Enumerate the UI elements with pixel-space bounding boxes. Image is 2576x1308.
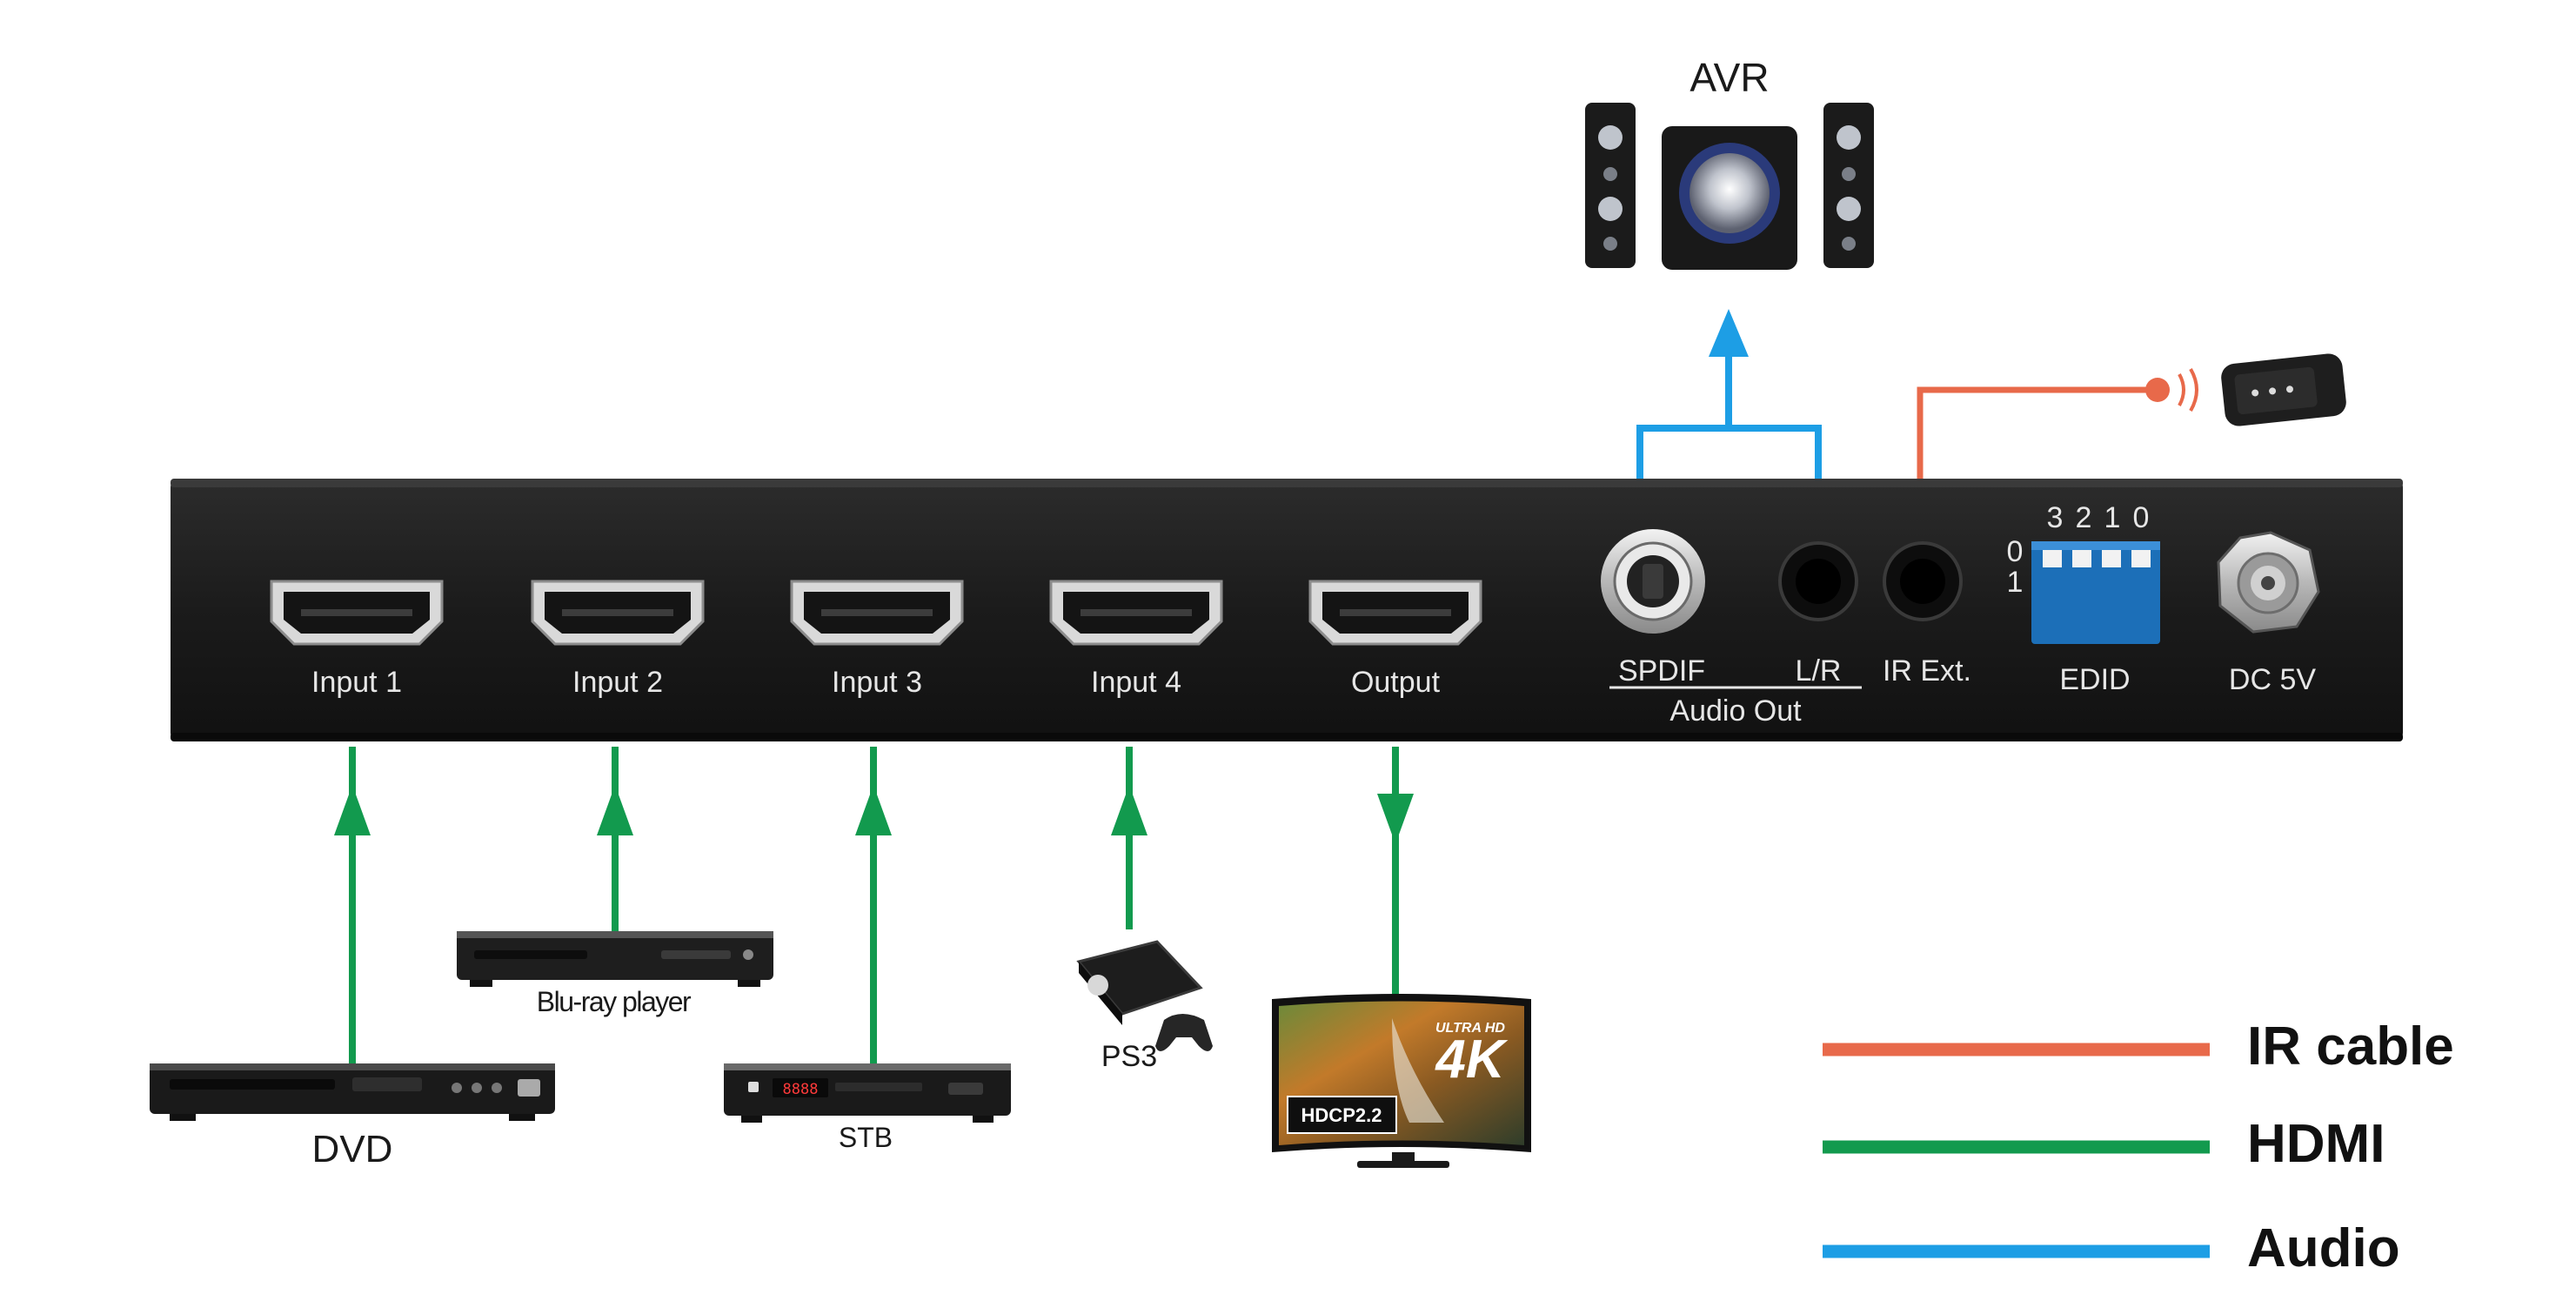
legend-label-hdmi: HDMI <box>2247 1114 2385 1174</box>
dvd-player <box>150 1063 555 1121</box>
port-label-input2: Input 2 <box>572 666 663 699</box>
arrow-up-icon <box>1111 785 1147 835</box>
port-label-lr: L/R <box>1796 654 1842 688</box>
arrow-up-icon <box>1709 309 1749 357</box>
edid-bit-3: 3 <box>2047 501 2064 534</box>
legend: IR cable HDMI Audio <box>1823 1016 2454 1278</box>
device-label-stb: STB <box>839 1122 893 1153</box>
hdmi-port-input1[interactable] <box>270 580 444 646</box>
spdif-port[interactable] <box>1601 529 1705 634</box>
switcher-rear-panel: Input 1 Input 2 Input 3 Input 4 Output S… <box>171 479 2403 741</box>
edid-state-0: 0 <box>2007 535 2024 568</box>
ir-emitter-dot <box>2145 378 2170 402</box>
bluray-player <box>457 931 773 987</box>
hdmi-port-input2[interactable] <box>531 580 705 646</box>
device-label-ps3: PS3 <box>1101 1040 1157 1073</box>
port-label-ir-ext: IR Ext. <box>1883 654 1971 688</box>
legend-item-ir: IR cable <box>1823 1016 2454 1077</box>
lr-audio-jack[interactable] <box>1778 541 1858 621</box>
port-label-dc: DC 5V <box>2229 663 2316 696</box>
stb-display: 8888 <box>783 1081 819 1098</box>
edid-state-1: 1 <box>2007 566 2024 599</box>
hdmi-port-input4[interactable] <box>1049 580 1223 646</box>
legend-label-ir: IR cable <box>2247 1016 2454 1077</box>
arrow-up-icon <box>855 785 892 835</box>
arrow-up-icon <box>597 785 633 835</box>
gamepad-icon <box>1155 1014 1213 1051</box>
device-label-bluray: Blu-ray player <box>537 986 692 1017</box>
edid-bit-0: 0 <box>2133 501 2150 534</box>
port-label-input3: Input 3 <box>832 666 922 699</box>
edid-bit-1: 1 <box>2104 501 2121 534</box>
ir-remote-icon <box>2221 353 2346 426</box>
right-speaker <box>1823 103 1874 268</box>
ps3-console <box>1076 940 1203 1025</box>
dc-power-jack[interactable] <box>2217 531 2320 634</box>
chassis <box>171 479 2403 741</box>
arrow-up-icon <box>334 785 371 835</box>
tv-badge-hdcp: HDCP2.2 <box>1301 1104 1382 1126</box>
legend-item-audio: Audio <box>1823 1218 2400 1278</box>
tv-badge-ultra-hd: ULTRA HD <box>1435 1021 1505 1036</box>
legend-item-hdmi: HDMI <box>1823 1114 2385 1174</box>
ir-ext-jack[interactable] <box>1883 541 1963 621</box>
port-label-audio-out: Audio Out <box>1669 694 1802 728</box>
legend-label-audio: Audio <box>2247 1218 2400 1278</box>
edid-dip-switch[interactable]: 3 2 1 0 0 1 <box>2007 501 2160 644</box>
tv-display: ULTRA HD 4K HDCP2.2 <box>1272 994 1531 1168</box>
arrow-down-icon <box>1377 794 1414 844</box>
port-label-input1: Input 1 <box>311 666 402 699</box>
set-top-box: 8888 <box>724 1063 1011 1123</box>
port-label-edid: EDID <box>2059 663 2130 696</box>
subwoofer <box>1662 126 1797 270</box>
hdmi-port-input3[interactable] <box>790 580 964 646</box>
port-label-output: Output <box>1351 666 1441 699</box>
port-label-input4: Input 4 <box>1091 666 1181 699</box>
hdmi-port-output[interactable] <box>1308 580 1482 646</box>
left-speaker <box>1585 103 1636 268</box>
ir-signal-icon <box>2178 367 2198 413</box>
device-label-dvd: DVD <box>312 1128 393 1170</box>
avr-label: AVR <box>1689 55 1769 100</box>
tv-badge-4k: 4K <box>1434 1030 1508 1090</box>
hdmi-connections <box>334 747 1414 1063</box>
hdcp-badge <box>1287 1096 1397 1134</box>
edid-bit-2: 2 <box>2076 501 2092 534</box>
port-label-spdif: SPDIF <box>1618 654 1705 688</box>
avr-speakers: AVR <box>1585 55 1874 270</box>
